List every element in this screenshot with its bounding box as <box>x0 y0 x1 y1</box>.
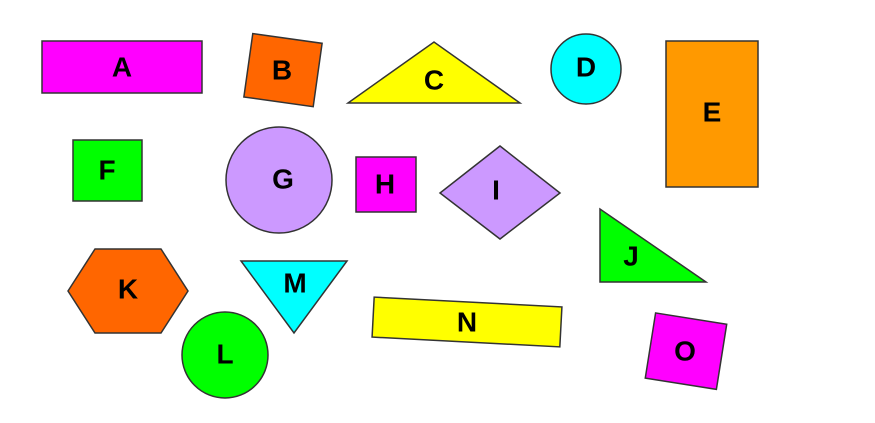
shape-e-rectangle <box>665 40 759 188</box>
shape-f-square <box>72 139 143 202</box>
shape-e: E <box>665 40 759 188</box>
shape-m-triangle <box>239 260 349 335</box>
shape-g: G <box>225 126 333 234</box>
shape-c-triangle <box>345 41 523 104</box>
shape-i-label: I <box>492 175 500 206</box>
shape-o-label: O <box>674 336 696 367</box>
shape-d: D <box>550 33 622 105</box>
shape-h-square <box>355 156 417 213</box>
shape-i-rhombus <box>438 145 562 240</box>
shape-h: H <box>355 156 417 213</box>
shape-c-label: C <box>424 65 444 96</box>
shape-g-label: G <box>272 164 294 195</box>
shape-f: F <box>72 139 143 202</box>
shape-i: I <box>438 145 562 240</box>
shape-k-label: K <box>118 274 138 305</box>
shape-d-label: D <box>576 52 596 83</box>
shape-j-triangle <box>599 207 709 283</box>
shape-j-label: J <box>623 241 639 272</box>
shape-a-label: A <box>112 52 132 83</box>
shape-h-label: H <box>375 169 395 200</box>
shape-n-label: N <box>457 307 477 338</box>
shape-l-circle <box>181 311 269 399</box>
shape-j: J <box>599 207 709 283</box>
shape-n: N <box>371 296 563 348</box>
shape-k-hexagon <box>67 248 189 334</box>
shape-o: O <box>644 312 728 391</box>
shape-n-rectangle <box>371 296 563 348</box>
shape-g-circle <box>225 126 333 234</box>
shape-l: L <box>181 311 269 399</box>
shape-b-square <box>243 32 323 108</box>
shape-b: B <box>243 32 323 108</box>
shape-b-label: B <box>272 55 292 86</box>
shape-f-label: F <box>98 155 115 186</box>
shape-m-label: M <box>283 268 306 299</box>
shape-a: A <box>41 40 203 94</box>
shape-k: K <box>67 248 189 334</box>
shape-c: C <box>345 41 523 104</box>
shape-e-label: E <box>703 97 722 128</box>
shape-o-square <box>644 312 728 391</box>
shape-d-circle <box>550 33 622 105</box>
shape-a-rectangle <box>41 40 203 94</box>
shape-l-label: L <box>216 339 233 370</box>
shape-m: M <box>239 260 349 335</box>
